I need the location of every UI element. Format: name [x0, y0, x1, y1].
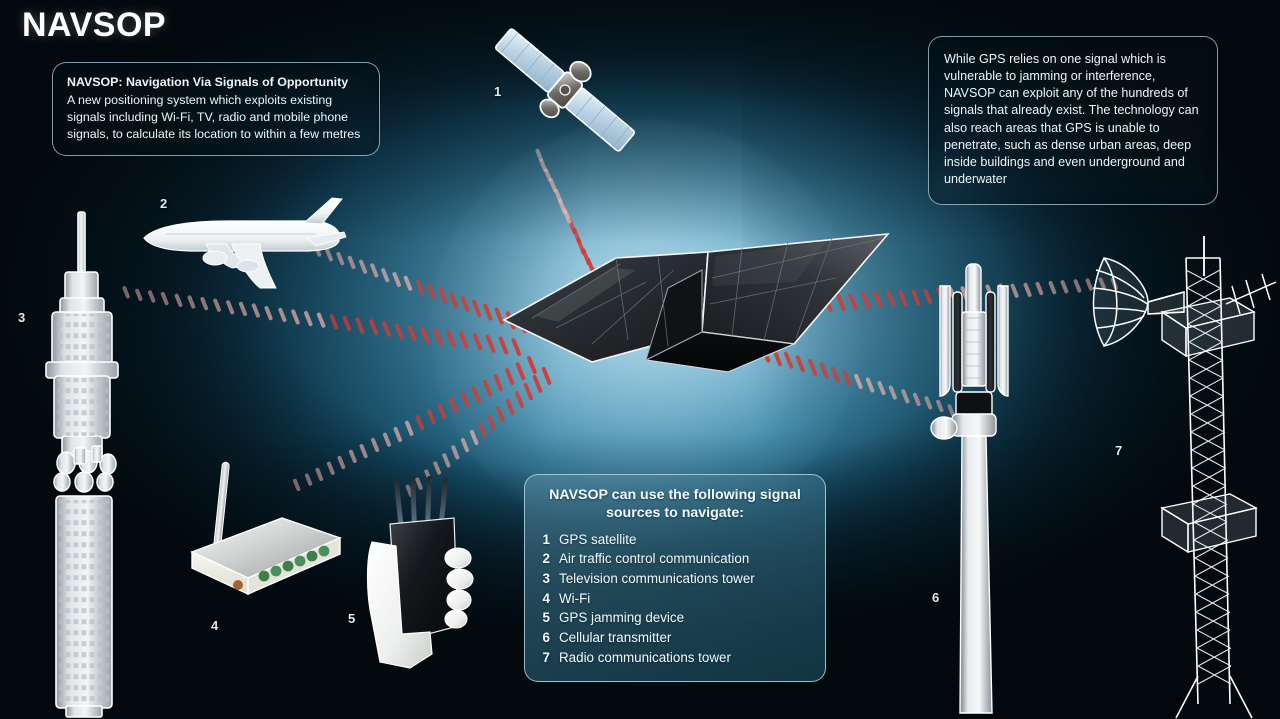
- legend-list: 1 GPS satellite 2 Air traffic control commu…: [539, 530, 811, 668]
- callout-intro-heading: NAVSOP: Navigation Via Signals of Opport…: [67, 75, 349, 89]
- television-tower-icon: [45, 211, 119, 718]
- legend-item-label: Radio communications tower: [559, 649, 731, 665]
- legend-item: 3 Television communications tower: [539, 569, 811, 589]
- legend-item-number: 2: [542, 551, 550, 567]
- legend-item-number: 6: [542, 630, 550, 646]
- legend-item-label: Air traffic control communication: [559, 551, 750, 567]
- marker-tv-tower: 3: [18, 310, 26, 325]
- callout-intro: NAVSOP: Navigation Via Signals of Opport…: [52, 62, 380, 157]
- stealth-uav-icon: [502, 233, 890, 373]
- legend-item-label: GPS satellite: [559, 531, 637, 547]
- legend-item-label: Television communications tower: [559, 570, 755, 586]
- legend-item: 2 Air traffic control communication: [539, 549, 811, 569]
- legend-title: NAVSOP can use the following signal sour…: [549, 487, 801, 521]
- legend-item: 6 Cellular transmitter: [539, 628, 811, 648]
- page-title: NAVSOP: [22, 6, 167, 44]
- legend-item-number: 3: [542, 570, 550, 586]
- legend-item: 5 GPS jamming device: [539, 608, 811, 628]
- callout-gps-body: While GPS relies on one signal which is …: [944, 52, 1199, 186]
- legend-item-label: Wi-Fi: [559, 590, 591, 606]
- gps-jammer-icon: [366, 475, 474, 669]
- legend-item-number: 5: [542, 610, 550, 626]
- wifi-router-icon: [190, 461, 342, 596]
- legend-item: 4 Wi-Fi: [539, 589, 811, 609]
- legend-item-number: 7: [542, 649, 550, 665]
- callout-gps-comparison: While GPS relies on one signal which is …: [928, 36, 1218, 205]
- gps-satellite-icon: [495, 28, 635, 152]
- marker-gps-satellite: 1: [494, 84, 502, 99]
- marker-wifi-router: 4: [211, 618, 219, 633]
- marker-cellular-transmitter: 6: [932, 590, 940, 605]
- legend-item: 1 GPS satellite: [539, 530, 811, 550]
- legend-item-number: 4: [542, 590, 550, 606]
- legend-item-label: Cellular transmitter: [559, 630, 672, 646]
- legend-item-number: 1: [542, 531, 550, 547]
- legend-item: 7 Radio communications tower: [539, 648, 811, 668]
- callout-intro-body: A new positioning system which exploits …: [67, 92, 361, 141]
- legend-item-label: GPS jamming device: [559, 610, 685, 626]
- airliner-icon: [143, 197, 347, 289]
- cellular-transmitter-icon: [930, 263, 1009, 714]
- marker-gps-jammer: 5: [348, 611, 356, 626]
- legend-panel: NAVSOP can use the following signal sour…: [524, 474, 826, 683]
- marker-radio-tower: 7: [1115, 443, 1123, 458]
- radio-communications-tower-icon: [1092, 236, 1277, 719]
- marker-aircraft: 2: [160, 196, 168, 211]
